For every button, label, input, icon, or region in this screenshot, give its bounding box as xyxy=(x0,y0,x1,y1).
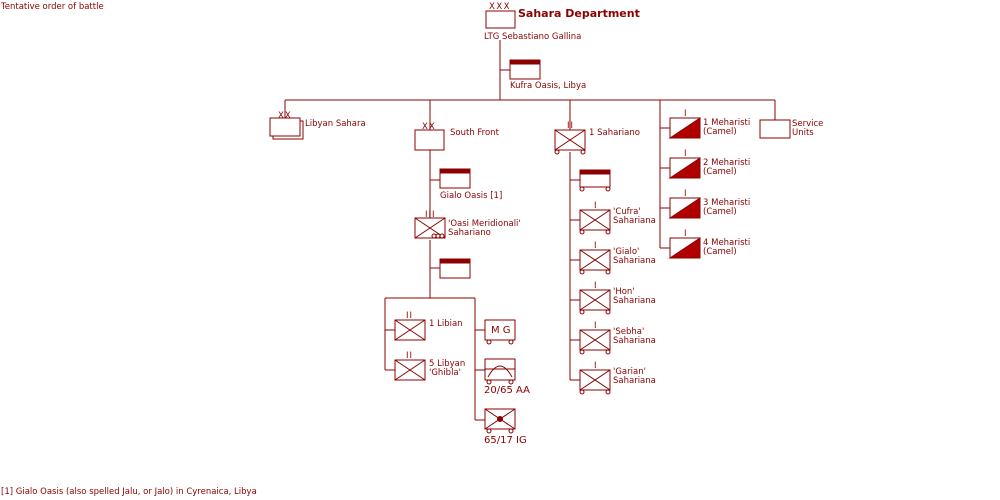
sahariano-label: 1 Sahariano xyxy=(589,128,640,138)
meharisti-4-label-line1: 4 Meharisti xyxy=(703,238,750,248)
hq-commander: LTG Sebastiano Gallina xyxy=(484,32,581,42)
regiment-label-line2: Sahariano xyxy=(448,228,491,238)
echelon-marker: XX xyxy=(278,111,292,121)
service-units-symbol xyxy=(759,119,791,139)
hon-label-line1: 'Hon' xyxy=(613,287,635,297)
libian-battalion-1-symbol xyxy=(394,319,426,341)
garian-company-symbol xyxy=(579,369,611,395)
echelon-marker: I xyxy=(684,109,687,119)
meharisti-3-label-line2: (Camel) xyxy=(703,207,737,217)
header-note: Tentative order of battle xyxy=(1,2,104,12)
libyan-battalion-5-label-line2: 'Ghibla' xyxy=(429,368,461,378)
anti-aircraft-label: 20/65 AA xyxy=(484,385,530,396)
sebha-label-line1: 'Sebha' xyxy=(613,327,644,337)
meharisti-1-label-line2: (Camel) xyxy=(703,127,737,137)
meharisti-1-label-line1: 1 Meharisti xyxy=(703,118,750,128)
garian-label-line2: Sahariana xyxy=(613,376,656,386)
infantry-gun-label: 65/17 IG xyxy=(484,435,527,446)
echelon-marker: I xyxy=(594,321,597,331)
meharisti-2-label-line1: 2 Meharisti xyxy=(703,158,750,168)
anti-aircraft-symbol xyxy=(484,358,516,385)
cufra-company-symbol xyxy=(579,209,611,235)
gialo-hq-symbol xyxy=(439,168,471,189)
meharisti-2-symbol xyxy=(668,157,701,179)
echelon-marker: I xyxy=(594,361,597,371)
service-units-label-line2: Units xyxy=(792,128,814,138)
oasi-meridionali-regiment-symbol xyxy=(414,217,446,239)
cufra-label-line2: Sahariana xyxy=(613,216,656,226)
libian-battalion-1-label: 1 Libian xyxy=(429,319,463,329)
meharisti-2-label-line2: (Camel) xyxy=(703,167,737,177)
sebha-label-line2: Sahariana xyxy=(613,336,656,346)
garian-label-line1: 'Garian' xyxy=(613,367,646,377)
meharisti-3-label-line1: 3 Meharisti xyxy=(703,198,750,208)
libyan-sahara-label: Libyan Sahara xyxy=(305,119,366,129)
meharisti-3-symbol xyxy=(668,197,701,219)
echelon-marker: I xyxy=(594,281,597,291)
hq-location: Kufra Oasis, Libya xyxy=(510,81,586,91)
echelon-marker: II xyxy=(567,121,574,131)
echelon-marker: I xyxy=(594,241,597,251)
cufra-label-line1: 'Cufra' xyxy=(613,207,641,217)
kufra-hq-symbol xyxy=(509,59,541,80)
libyan-sahara-symbol xyxy=(269,117,304,140)
echelon-marker: I xyxy=(594,201,597,211)
hon-label-line2: Sahariana xyxy=(613,296,656,306)
hq-title: Sahara Department xyxy=(518,7,640,20)
machine-gun-symbol xyxy=(484,319,516,345)
gialo-company-symbol xyxy=(579,249,611,275)
echelon-marker: I xyxy=(684,229,687,239)
echelon-marker: XX xyxy=(422,122,436,132)
echelon-marker: I xyxy=(684,149,687,159)
echelon-marker: II xyxy=(406,351,413,361)
sahara-department-symbol xyxy=(485,10,516,29)
gialo-label-line1: 'Gialo' xyxy=(613,247,639,257)
echelon-marker: III xyxy=(425,210,436,220)
regiment-hq-symbol xyxy=(439,258,471,279)
sahariano-battalion-symbol xyxy=(554,129,586,155)
infantry-gun-symbol xyxy=(484,408,516,434)
south-front-symbol xyxy=(414,129,445,151)
libyan-battalion-5-symbol xyxy=(394,359,426,381)
libyan-battalion-5-label-line1: 5 Libyan xyxy=(429,359,465,369)
echelon-marker: II xyxy=(406,311,413,321)
machine-gun-label: M G xyxy=(491,325,511,336)
echelon-marker: I xyxy=(684,189,687,199)
sebha-company-symbol xyxy=(579,329,611,355)
footnote: [1] Gialo Oasis (also spelled Jalu, or J… xyxy=(1,487,257,497)
gialo-label-line2: Sahariana xyxy=(613,256,656,266)
sahariano-hq-symbol xyxy=(579,169,611,192)
service-units-label-line1: Service xyxy=(792,119,823,129)
meharisti-4-symbol xyxy=(668,237,701,259)
south-front-label: South Front xyxy=(450,128,500,138)
hon-company-symbol xyxy=(579,289,611,315)
regiment-label-line1: 'Oasi Meridionali' xyxy=(448,219,521,229)
meharisti-4-label-line2: (Camel) xyxy=(703,247,737,257)
meharisti-1-symbol xyxy=(668,117,701,139)
gialo-oasis-label: Gialo Oasis [1] xyxy=(440,191,502,201)
echelon-marker: XXX xyxy=(489,2,511,12)
